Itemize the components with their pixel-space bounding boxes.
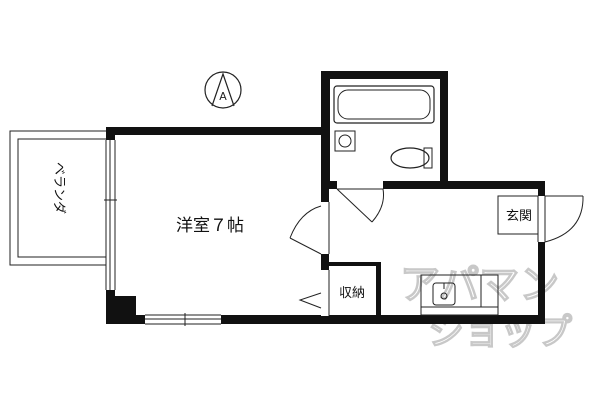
bathtub-icon [333,85,435,124]
sink-drain-icon [440,292,448,300]
compass-north-letter: A [219,90,227,103]
toilet-icon [390,147,433,169]
room-door [289,202,330,255]
washbasin-icon [334,130,356,152]
compass: A [204,71,242,109]
north-arrow-icon [211,72,235,107]
storage-closet: 収納 [298,262,381,324]
bottom-window [145,313,221,326]
watermark-line-1: アパマン [400,262,559,308]
entrance: 玄関 [497,195,584,243]
balcony-label: ベランダ [51,162,66,214]
compass-circle [204,71,242,109]
kitchen-counter [420,274,499,316]
western-room-label: 洋室７帖 [176,216,244,236]
entrance-label: 玄関 [506,209,532,224]
storage-label: 収納 [339,286,365,301]
bathroom-door [336,181,384,223]
left-window [104,140,117,290]
